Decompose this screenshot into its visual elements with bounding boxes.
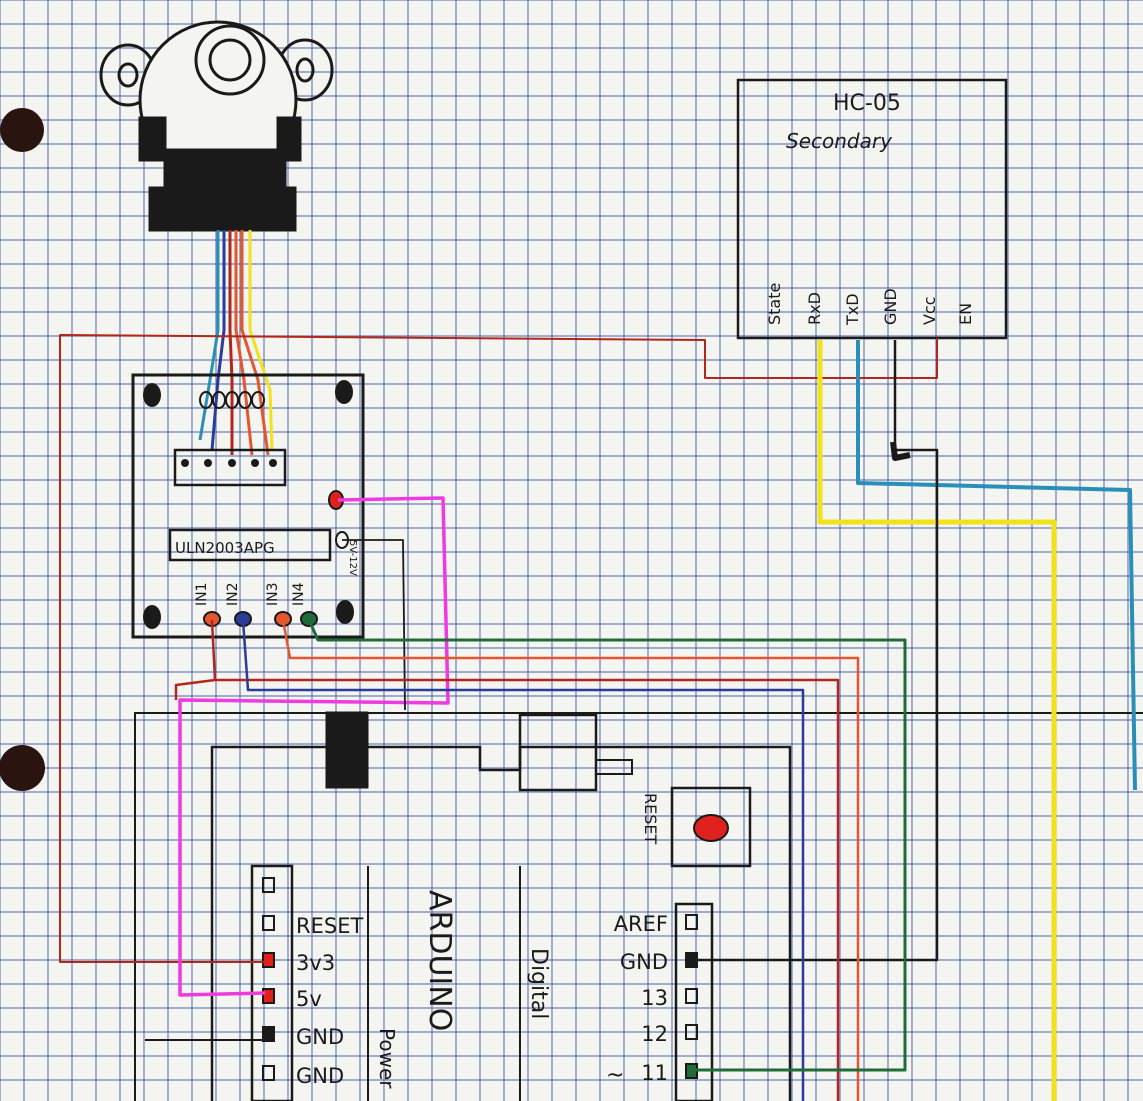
hc05-pin-gnd: GND <box>881 288 900 325</box>
wire-black-gnd <box>692 340 939 962</box>
reset-label: RESET <box>641 793 660 844</box>
arduino-digital-pins: AREF GND 13 12 11 ~ <box>606 912 698 1088</box>
power-pin-label: RESET <box>296 914 363 938</box>
driver-mount-hole <box>143 605 161 629</box>
motor-connector <box>173 448 287 487</box>
power-pin-gnd-3 <box>262 1026 275 1042</box>
driver-mount-hole <box>335 380 353 404</box>
power-jack <box>518 713 598 792</box>
power-pin-label: 5v <box>296 987 322 1011</box>
power-label: Power <box>375 1028 399 1089</box>
motor-cable <box>198 230 274 456</box>
motor-shaft-housing <box>194 24 266 96</box>
power-pin-5v-2 <box>262 988 275 1004</box>
power-pin-gnd-4 <box>262 1065 275 1081</box>
digital-pin-label: 12 <box>641 1022 668 1046</box>
wire-blue-in2 <box>241 619 805 1101</box>
digital-pin-label: 11 <box>641 1061 668 1085</box>
driver-pin-label-in3: IN3 <box>265 582 281 606</box>
power-pin-ioref <box>262 877 275 893</box>
wire-green-in4 <box>307 619 907 1072</box>
uln2003-label: ULN2003APG <box>175 539 275 557</box>
usb-port <box>325 711 369 789</box>
digital-header <box>674 902 714 1101</box>
power-pin-label: GND <box>296 1064 344 1088</box>
hc05-pin-vcc: Vcc <box>920 296 939 325</box>
uln2003-chip <box>168 528 332 562</box>
power-pin-3v3-1 <box>262 952 275 968</box>
wire-red-vcc <box>59 334 938 963</box>
digital-pin-13 <box>685 988 698 1004</box>
power-pin-label: GND <box>296 1025 344 1049</box>
driver-pin-in4 <box>300 611 318 627</box>
power-pin-reset-0 <box>262 915 275 931</box>
reset-button-housing <box>670 786 752 868</box>
motor-connector-pins <box>181 459 277 467</box>
power-header <box>250 864 294 1101</box>
wires <box>59 334 1137 1101</box>
binder-hole-top <box>0 108 44 152</box>
hc05-outline <box>736 78 1008 340</box>
wire-red-in1 <box>174 619 840 1101</box>
digital-pin-aref <box>685 914 698 930</box>
wire-black-driver-gnd <box>342 539 406 711</box>
hc05-module: HC-05 Secondary State RxD TxD GND Vcc EN <box>736 78 1008 340</box>
power-pin-label: 3v3 <box>296 951 335 975</box>
digital-pin-label: GND <box>620 950 668 974</box>
hc05-subtitle: Secondary <box>786 129 893 153</box>
driver-pin-label-in4: IN4 <box>291 582 307 606</box>
stepper-motor <box>99 20 334 232</box>
hc05-pin-txd: TxD <box>843 293 862 326</box>
driver-pin-label-in2: IN2 <box>225 582 241 606</box>
driver-status-leds <box>199 391 265 409</box>
hc05-pin-state: State <box>765 283 784 325</box>
reset-button <box>693 814 729 842</box>
digital-pin-12 <box>685 1024 698 1040</box>
wire-orange-in3 <box>281 619 860 1101</box>
arduino-board <box>134 711 1143 1101</box>
binder-hole-middle <box>0 745 45 791</box>
hc05-title: HC-05 <box>833 91 901 116</box>
hc05-pin-labels: State RxD TxD GND Vcc EN <box>765 283 975 326</box>
hc05-pin-rxd: RxD <box>805 292 824 325</box>
driver-pin-label-in1: IN1 <box>194 582 210 606</box>
pwm-marker: ~ <box>606 1063 624 1088</box>
arduino-inner-outline <box>210 745 792 1101</box>
driver-mount-hole <box>143 383 161 407</box>
arduino-title: ARDUINO <box>422 890 457 1031</box>
driver-board-outline <box>131 373 365 639</box>
wire-cyan-txd <box>856 340 1137 791</box>
uln2003-driver-board: ULN2003APG 5V-12V IN1 IN2 IN3 IN4 <box>131 373 365 639</box>
digital-pin-label: 13 <box>641 986 668 1010</box>
driver-mount-hole <box>336 600 354 624</box>
hc05-pin-en: EN <box>956 303 975 325</box>
digital-label: Digital <box>526 948 551 1019</box>
arduino-outline <box>134 712 1143 1101</box>
digital-pin-label: AREF <box>614 912 668 936</box>
wire-magenta-5v <box>178 496 450 997</box>
driver-voltage-label: 5V-12V <box>347 540 358 576</box>
driver-input-pins: IN1 IN2 IN3 IN4 <box>194 582 318 627</box>
